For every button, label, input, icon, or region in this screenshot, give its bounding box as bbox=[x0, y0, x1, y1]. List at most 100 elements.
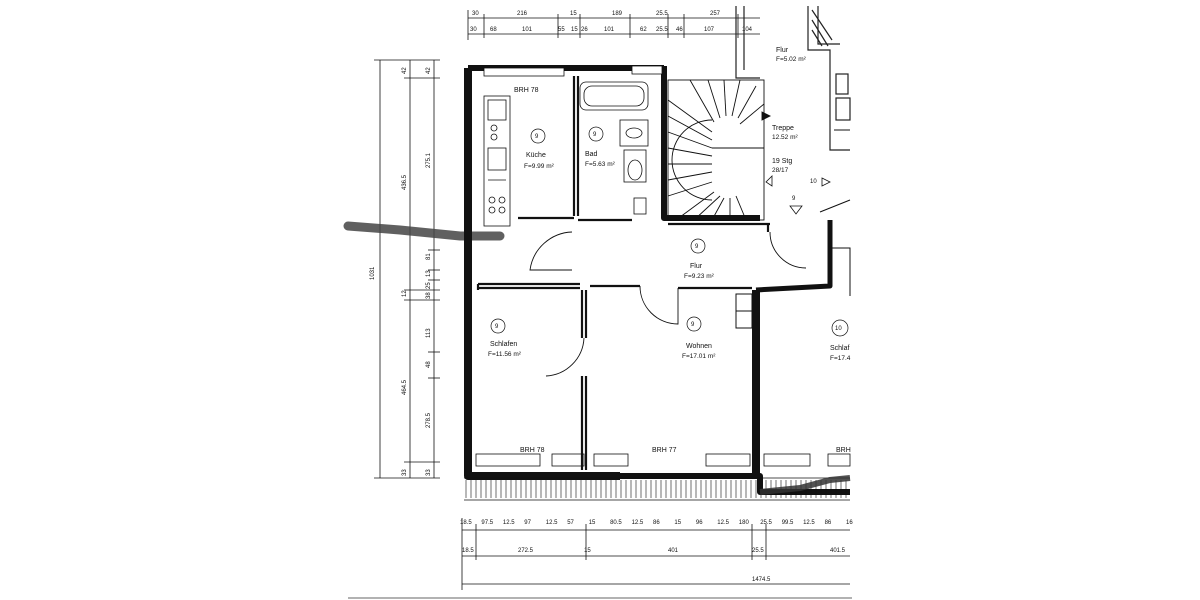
arrow-down-icon bbox=[789, 205, 803, 215]
room-number: 10 bbox=[835, 326, 842, 332]
dim-bottom-13: 12.5 bbox=[717, 520, 729, 526]
room-kueche: 9 Küche F=9.99 m² bbox=[524, 128, 555, 170]
dim-top-6: 257 bbox=[710, 11, 721, 17]
neighbour-walls bbox=[735, 6, 851, 151]
room-bad: 9 Bad F=5.63 m² bbox=[585, 126, 616, 168]
dim-left-total: 1031 bbox=[370, 266, 376, 280]
dim-left-a4: 464.5 bbox=[402, 379, 408, 395]
top-dimension-labels-row2: 30 68 101 55 15 26 101 62 25.5 46 107 10… bbox=[470, 27, 753, 33]
treppe-label: Treppe bbox=[772, 125, 794, 132]
room-number-circle bbox=[588, 126, 604, 142]
dim-left-b7: 113 bbox=[426, 328, 432, 338]
stair-marker-10: 10 bbox=[810, 179, 817, 185]
dim-bottom-16: 99.5 bbox=[782, 520, 794, 526]
dim-bottom-7: 15 bbox=[589, 520, 596, 526]
dim-top2-10: 46 bbox=[676, 27, 683, 33]
brh-label-schlafen: BRH 78 bbox=[520, 447, 545, 454]
top-dimensions bbox=[467, 10, 760, 40]
dim-bottom-9: 12.5 bbox=[632, 520, 644, 526]
room-number: 9 bbox=[691, 322, 695, 328]
dim-bottom-17: 12.5 bbox=[803, 520, 815, 526]
dim-left-b3: 81 bbox=[426, 253, 432, 260]
room-area: F=5.63 m² bbox=[585, 161, 616, 168]
room-schlafen: 9 Schlafen F=11.56 m² bbox=[488, 318, 522, 358]
room-number-circle bbox=[490, 318, 506, 334]
dim-bottom2-5: 25.5 bbox=[752, 548, 764, 554]
dim-top2-1: 30 bbox=[470, 27, 477, 33]
marker-stroke-bottom bbox=[759, 475, 851, 495]
staircase bbox=[667, 79, 772, 221]
dim-left-a3: 12 bbox=[402, 290, 408, 297]
balcony-hatch bbox=[464, 477, 850, 501]
flur-top-label: Flur bbox=[776, 47, 789, 54]
room-number-circle bbox=[831, 319, 849, 337]
dim-left-b1: 42 bbox=[426, 67, 432, 74]
stair-marker-9: 9 bbox=[792, 196, 796, 202]
arrow-right-icon bbox=[821, 177, 831, 187]
dim-left-a2: 436.5 bbox=[402, 174, 408, 190]
dim-top-3: 15 bbox=[570, 11, 577, 17]
interior-walls bbox=[476, 76, 770, 470]
dim-top2-5: 15 bbox=[571, 27, 578, 33]
dim-bottom-10: 86 bbox=[653, 520, 660, 526]
dim-bottom-1: 18.5 bbox=[460, 520, 472, 526]
dim-left-a1: 42 bbox=[402, 67, 408, 74]
dim-bottom-15: 25.5 bbox=[760, 520, 772, 526]
arrow-left-icon bbox=[765, 175, 773, 187]
left-dimension-labels: 1031 42 436.5 12 464.5 33 42 275.1 81 13… bbox=[370, 67, 432, 476]
dim-left-a5: 33 bbox=[402, 469, 408, 476]
dim-left-b2: 275.1 bbox=[426, 152, 432, 168]
treppe-rise-run: 28/17 bbox=[772, 167, 789, 174]
left-dimensions bbox=[374, 59, 440, 479]
room-schlafen-2: 10 Schlaf F=17.4 bbox=[830, 319, 851, 362]
bottom-dimensions bbox=[461, 518, 850, 590]
marker-stroke bbox=[343, 221, 505, 241]
room-number: 9 bbox=[535, 134, 539, 140]
dim-top2-7: 101 bbox=[604, 27, 615, 33]
dim-top2-11: 107 bbox=[704, 27, 715, 33]
dim-top-4: 189 bbox=[612, 11, 623, 17]
dim-top-1: 30 bbox=[472, 11, 479, 17]
room-number: 9 bbox=[695, 244, 699, 250]
dim-bottom-4: 97 bbox=[524, 520, 531, 526]
brh-label-wohnen: BRH 77 bbox=[652, 447, 677, 454]
dim-bottom-2: 97.5 bbox=[481, 520, 493, 526]
window-bath bbox=[631, 65, 663, 75]
room-area: F=9.99 m² bbox=[524, 163, 555, 170]
room-number-circle bbox=[686, 316, 702, 332]
dim-bottom2-1: 18.5 bbox=[462, 548, 474, 554]
room-wohnen: 9 Wohnen F=17.01 m² bbox=[682, 316, 716, 360]
room-number: 9 bbox=[495, 324, 499, 330]
dim-bottom-14: 180 bbox=[739, 520, 750, 526]
room-area: F=11.56 m² bbox=[488, 351, 522, 358]
brh-label-right: BRH bbox=[836, 447, 851, 454]
dim-left-b9: 278.5 bbox=[426, 412, 432, 428]
top-dimension-labels-row1: 30 216 15 189 25.5 257 bbox=[472, 11, 721, 17]
room-name: Bad bbox=[585, 151, 598, 158]
dim-bottom-6: 57 bbox=[567, 520, 574, 526]
brh-label-kitchen: BRH 78 bbox=[514, 87, 539, 94]
dim-bottom2-6: 401.5 bbox=[830, 548, 846, 554]
room-area: F=17.4 bbox=[830, 355, 851, 362]
dim-bottom2-3: 15 bbox=[584, 548, 591, 554]
bathroom-fixtures bbox=[579, 81, 649, 215]
flur-top-area: F=5.02 m² bbox=[776, 56, 807, 63]
dim-left-b8: 48 bbox=[426, 361, 432, 368]
dim-left-b4: 13 bbox=[426, 270, 432, 277]
room-name: Flur bbox=[690, 263, 703, 270]
dim-top-5: 25.5 bbox=[656, 11, 668, 17]
dim-left-b6: 38 bbox=[426, 292, 432, 299]
dim-top2-3: 101 bbox=[522, 27, 533, 33]
dim-left-b10: 33 bbox=[426, 469, 432, 476]
dim-left-b5: 25 bbox=[426, 282, 432, 289]
right-neighbour-structure bbox=[735, 129, 851, 329]
kitchen-fixtures bbox=[483, 95, 511, 227]
dim-bottom-12: 96 bbox=[696, 520, 703, 526]
window-kitchen bbox=[483, 67, 565, 77]
treppe-area: 12.52 m² bbox=[772, 134, 798, 141]
dim-bottom-19: 16 bbox=[846, 520, 853, 526]
room-name: Schlafen bbox=[490, 341, 517, 348]
dim-bottom-5: 12.5 bbox=[546, 520, 558, 526]
